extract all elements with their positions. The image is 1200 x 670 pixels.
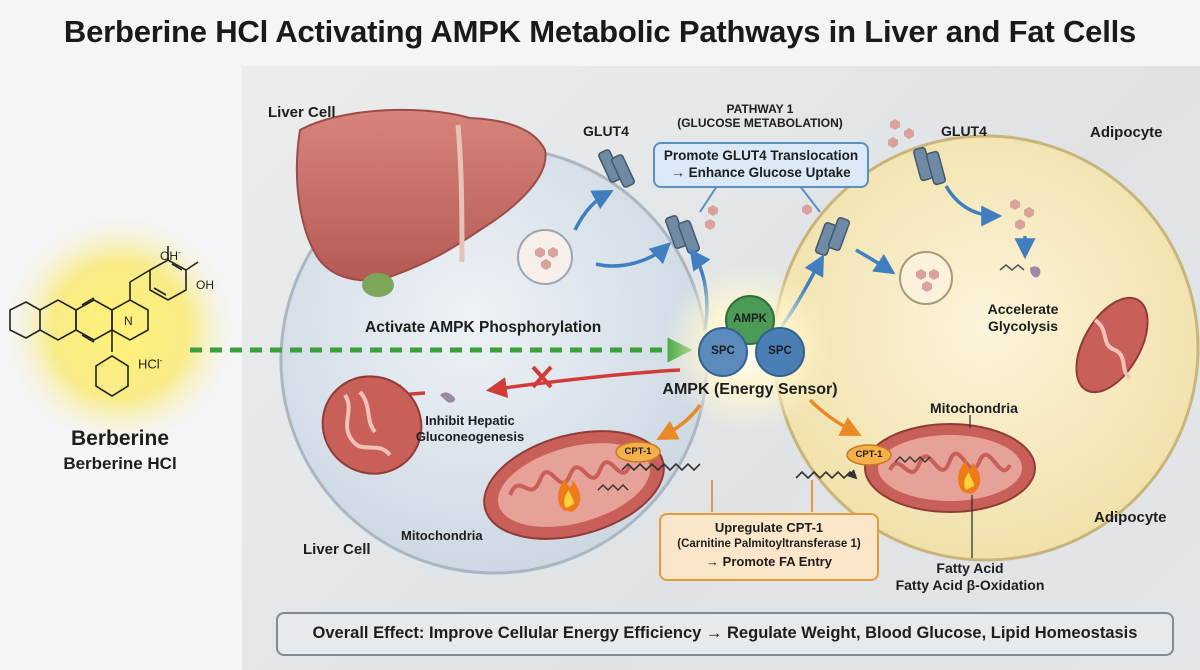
cpt1-tag-liver xyxy=(615,441,661,463)
glucose-vesicle-adipocyte xyxy=(899,251,953,305)
liver-mito-label: Mitochondria xyxy=(401,528,483,543)
pathway-box-pointer-right xyxy=(799,185,821,213)
hcl-label: HCl- xyxy=(138,356,163,372)
flame-icon-adipocyte xyxy=(957,460,981,494)
glucose-product-icon xyxy=(440,392,456,403)
liver-organ xyxy=(295,108,547,282)
glycolysis-product-icon xyxy=(1030,266,1041,278)
oh-label-2: OH xyxy=(196,278,214,292)
fatty-acid-chain-adipocyte-inner xyxy=(894,456,931,463)
adipocyte-mitochondrion-small xyxy=(1075,296,1149,394)
cpt1-tag-adipocyte-label: CPT-1 xyxy=(855,449,883,460)
cpt1-box-text: Upregulate CPT-1 (Carnitine Palmitoyltra… xyxy=(677,520,861,569)
spc-subunit-right xyxy=(755,327,805,377)
overall-effect-box xyxy=(276,612,1174,656)
page-title: Berberine HCl Activating AMPK Metabolic … xyxy=(63,14,1137,49)
glycolysis-chain xyxy=(999,264,1025,271)
spc-label-left: SPC xyxy=(711,345,735,357)
adipocyte-mitochondrion-large xyxy=(864,423,1036,513)
glut4-transporters xyxy=(598,146,947,256)
gallbladder xyxy=(362,273,394,297)
spc-label-right: SPC xyxy=(768,345,792,357)
fatty-acid-chain-liver-inner xyxy=(597,484,629,491)
berberine-subname: Berberine HCl xyxy=(63,454,177,473)
berberine-name: Berberine xyxy=(70,427,170,450)
liver-cell-label-bottom: Liver Cell xyxy=(303,541,371,558)
adipocyte-label-bottom: Adipocyte xyxy=(1094,509,1167,526)
fatty-acid-chain-liver xyxy=(621,462,701,472)
berberine-structure xyxy=(9,246,199,397)
cpt1-adipocyte-arrow xyxy=(808,398,862,436)
cpt1-tag-adipocyte xyxy=(846,444,892,466)
adipocyte-mito-label: Mitochondria xyxy=(930,400,1018,416)
liver-ligament xyxy=(455,124,465,263)
overall-effect-text: Overall Effect: Improve Cellular Energy … xyxy=(312,624,1138,642)
inhibit-gluconeogenesis-arrow xyxy=(485,368,681,399)
nitrogen-label: N xyxy=(124,314,133,328)
glucose-molecules xyxy=(535,119,1034,292)
cpt1-liver-arrow xyxy=(656,404,702,440)
glut4-label-right: GLUT4 xyxy=(941,123,987,139)
adipocyte-label-top: Adipocyte xyxy=(1090,124,1163,141)
liver-cell-label-top: Liver Cell xyxy=(268,104,336,121)
cpt1-tag-liver-label: CPT-1 xyxy=(624,446,652,457)
activate-ampk-label: Activate AMPK Phosphorylation xyxy=(365,319,602,336)
glut4-label-left: GLUT4 xyxy=(583,123,629,139)
ampk-caption: AMPK (Energy Sensor) xyxy=(662,381,838,398)
pathway1-box xyxy=(653,142,869,188)
oh-label-1: OH- xyxy=(160,248,181,263)
pathway1-box-text: Promote GLUT4 Translocation→ Enhance Glu… xyxy=(663,148,859,180)
cpt1-box xyxy=(659,513,879,581)
inhibit-cross-icon xyxy=(531,365,553,389)
berberine-glow xyxy=(5,215,235,445)
ampk-subunit-label: AMPK xyxy=(733,313,767,325)
liver-mitochondrion-small xyxy=(321,375,423,475)
fatty-acid-chain-adipocyte xyxy=(795,469,858,480)
glucose-vesicle-liver xyxy=(517,229,573,285)
spc-subunit-left xyxy=(698,327,748,377)
pathway1-header: PATHWAY 1(GLUCOSE METABOLATION) xyxy=(677,102,843,130)
flame-icon xyxy=(557,478,581,512)
pathway-box-pointer-left xyxy=(699,185,718,213)
